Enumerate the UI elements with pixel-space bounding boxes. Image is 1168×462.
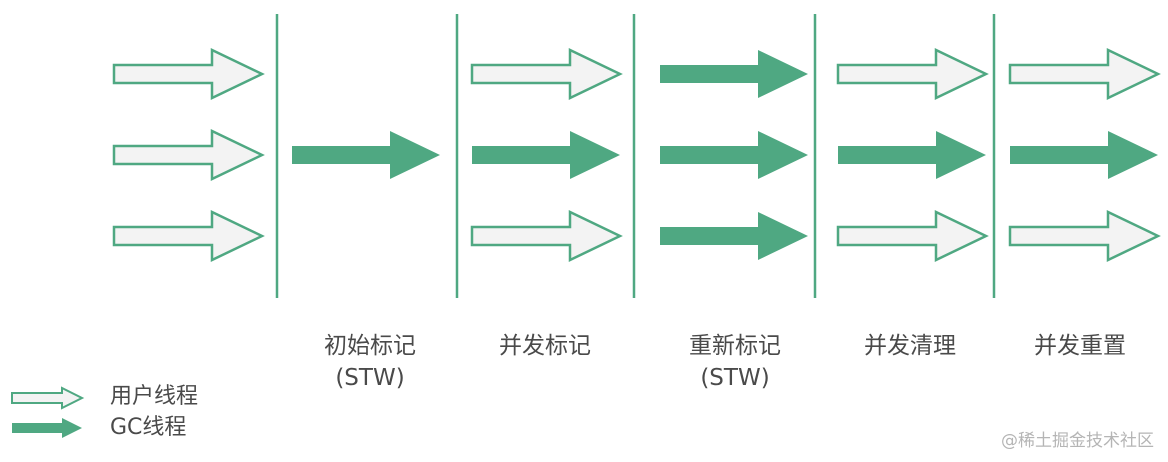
phase-label-concurrent-mark: 并发标记: [470, 330, 620, 362]
phase-label-initial-mark: 初始标记 (STW): [295, 330, 445, 394]
phase-name: 初始标记: [324, 333, 416, 359]
user-thread-arrow: [1008, 210, 1161, 262]
watermark: @稀土掘金技术社区: [1001, 431, 1154, 451]
hollow-arrow-icon: [11, 386, 85, 410]
gc-thread-arrow: [660, 131, 808, 179]
user-thread-arrow: [836, 210, 989, 262]
phase-name: 重新标记: [689, 333, 781, 359]
user-thread-arrow: [112, 48, 265, 100]
user-thread-arrow: [836, 48, 989, 100]
phase-label-concurrent-sweep: 并发清理: [835, 330, 985, 362]
legend-user-thread-label: 用户线程: [110, 384, 199, 409]
gc-thread-arrow: [660, 212, 808, 260]
user-thread-arrow: [112, 210, 265, 262]
user-thread-arrow: [112, 129, 265, 181]
phase-name: 并发清理: [864, 333, 956, 359]
legend-gc-thread-label: GC线程: [110, 415, 187, 440]
gc-thread-arrow: [1010, 131, 1158, 179]
solid-arrow-icon: [12, 418, 82, 438]
phase-name: 并发标记: [499, 333, 591, 359]
gc-thread-arrow: [838, 131, 986, 179]
phase-name: 并发重置: [1034, 333, 1126, 359]
gc-thread-arrow: [472, 131, 620, 179]
user-thread-arrow: [1008, 48, 1161, 100]
user-thread-arrow: [470, 210, 623, 262]
phase-sub: (STW): [335, 365, 405, 391]
phase-label-concurrent-reset: 并发重置: [1005, 330, 1155, 362]
gc-thread-arrow: [660, 50, 808, 98]
gc-thread-arrow: [292, 131, 440, 179]
phase-label-remark: 重新标记 (STW): [660, 330, 810, 394]
user-thread-arrow: [470, 48, 623, 100]
phase-sub: (STW): [700, 365, 770, 391]
